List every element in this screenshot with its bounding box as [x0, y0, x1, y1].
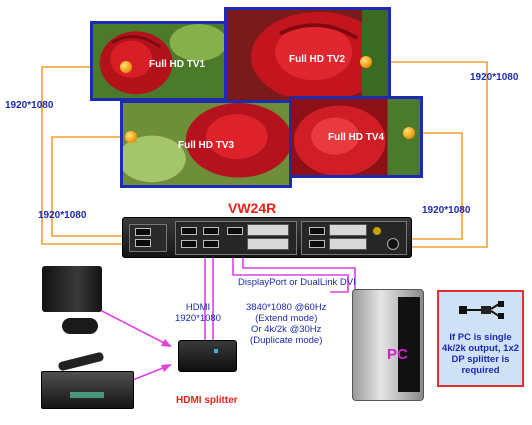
dvi-port [247, 224, 289, 236]
set-top-box [41, 371, 134, 409]
tv4-port-dot [403, 127, 415, 139]
rose-image [227, 10, 388, 100]
dvi-port [247, 238, 289, 250]
dp-splitter-cable-icon [457, 300, 505, 320]
resolution-label-left-bottom: 1920*1080 [38, 210, 87, 221]
pc-mode-line: (Duplicate mode) [250, 335, 323, 346]
tv2-label: Full HD TV2 [289, 54, 346, 65]
tv1-label: Full HD TV1 [149, 59, 206, 70]
hdmi-port [203, 227, 219, 235]
resolution-label-right-bottom: 1920*1080 [422, 205, 471, 216]
dvi-port [329, 224, 367, 236]
tv1-screen: Full HD TV1 [90, 21, 230, 101]
tv2-screen: Full HD TV2 [224, 7, 391, 103]
hdmi-splitter-device [178, 340, 237, 372]
hdmi-input-caption: HDMI 1920*1080 [175, 302, 221, 324]
rose-image [292, 99, 420, 175]
note-line: required [461, 365, 500, 376]
splitter-led [214, 349, 218, 353]
tv3-label: Full HD TV3 [178, 140, 235, 151]
tv4-screen: Full HD TV4 [289, 96, 423, 178]
note-text: If PC is single 4k/2k output, 1x2 DP spl… [439, 332, 522, 376]
hdmi-port [203, 240, 219, 248]
audio-jack [373, 227, 381, 235]
game-controller [62, 318, 98, 334]
pc-front-panel [398, 297, 420, 392]
pc-mode-line: 3840*1080 @60Hz [246, 302, 327, 313]
wire-tv4 [402, 132, 463, 240]
tv3-screen: Full HD TV3 [120, 100, 292, 188]
wire-tv3 [51, 136, 134, 237]
hdmi-port [181, 227, 197, 235]
wire-tv2 [370, 61, 488, 248]
dvi-port [329, 238, 367, 250]
pc-badge: PC [387, 346, 408, 363]
tv1-port-dot [120, 61, 132, 73]
note-line: If PC is single [449, 332, 512, 343]
hdmi-port [135, 239, 151, 247]
tv4-label: Full HD TV4 [328, 132, 385, 143]
rose-image [123, 103, 289, 185]
resolution-label-left-top: 1920*1080 [5, 100, 54, 111]
tv2-port-dot [360, 56, 372, 68]
tv3-port-dot [125, 131, 137, 143]
hdmi-caption-line: HDMI [185, 302, 211, 313]
game-console [42, 266, 102, 312]
dp-port [227, 227, 243, 235]
splitter-label: HDMI splitter [176, 395, 238, 406]
hdmi-port [135, 228, 151, 236]
hdmi-port [181, 240, 197, 248]
hdmi-port [309, 227, 325, 235]
resolution-label-right-top: 1920*1080 [470, 72, 519, 83]
hdmi-port [309, 240, 325, 248]
note-box: If PC is single 4k/2k output, 1x2 DP spl… [437, 290, 524, 387]
rose-image [93, 24, 227, 98]
pc-modes-caption: 3840*1080 @60Hz (Extend mode) Or 4k/2k @… [246, 302, 326, 346]
hdmi-caption-line: 1920*1080 [175, 313, 221, 324]
vw24r-controller [122, 217, 412, 258]
note-line: DP splitter is [451, 354, 510, 365]
wire-tv1 [41, 66, 128, 245]
set-top-box-panel [70, 392, 104, 398]
pc-mode-line: (Extend mode) [255, 313, 318, 324]
note-line: 4k/2k output, 1x2 [441, 343, 520, 354]
power-jack [387, 238, 399, 250]
device-name: VW24R [228, 200, 277, 216]
pc-mode-line: Or 4k/2k @30Hz [251, 324, 322, 335]
dp-dvi-caption: DisplayPort or DualLink DVI [238, 277, 356, 288]
